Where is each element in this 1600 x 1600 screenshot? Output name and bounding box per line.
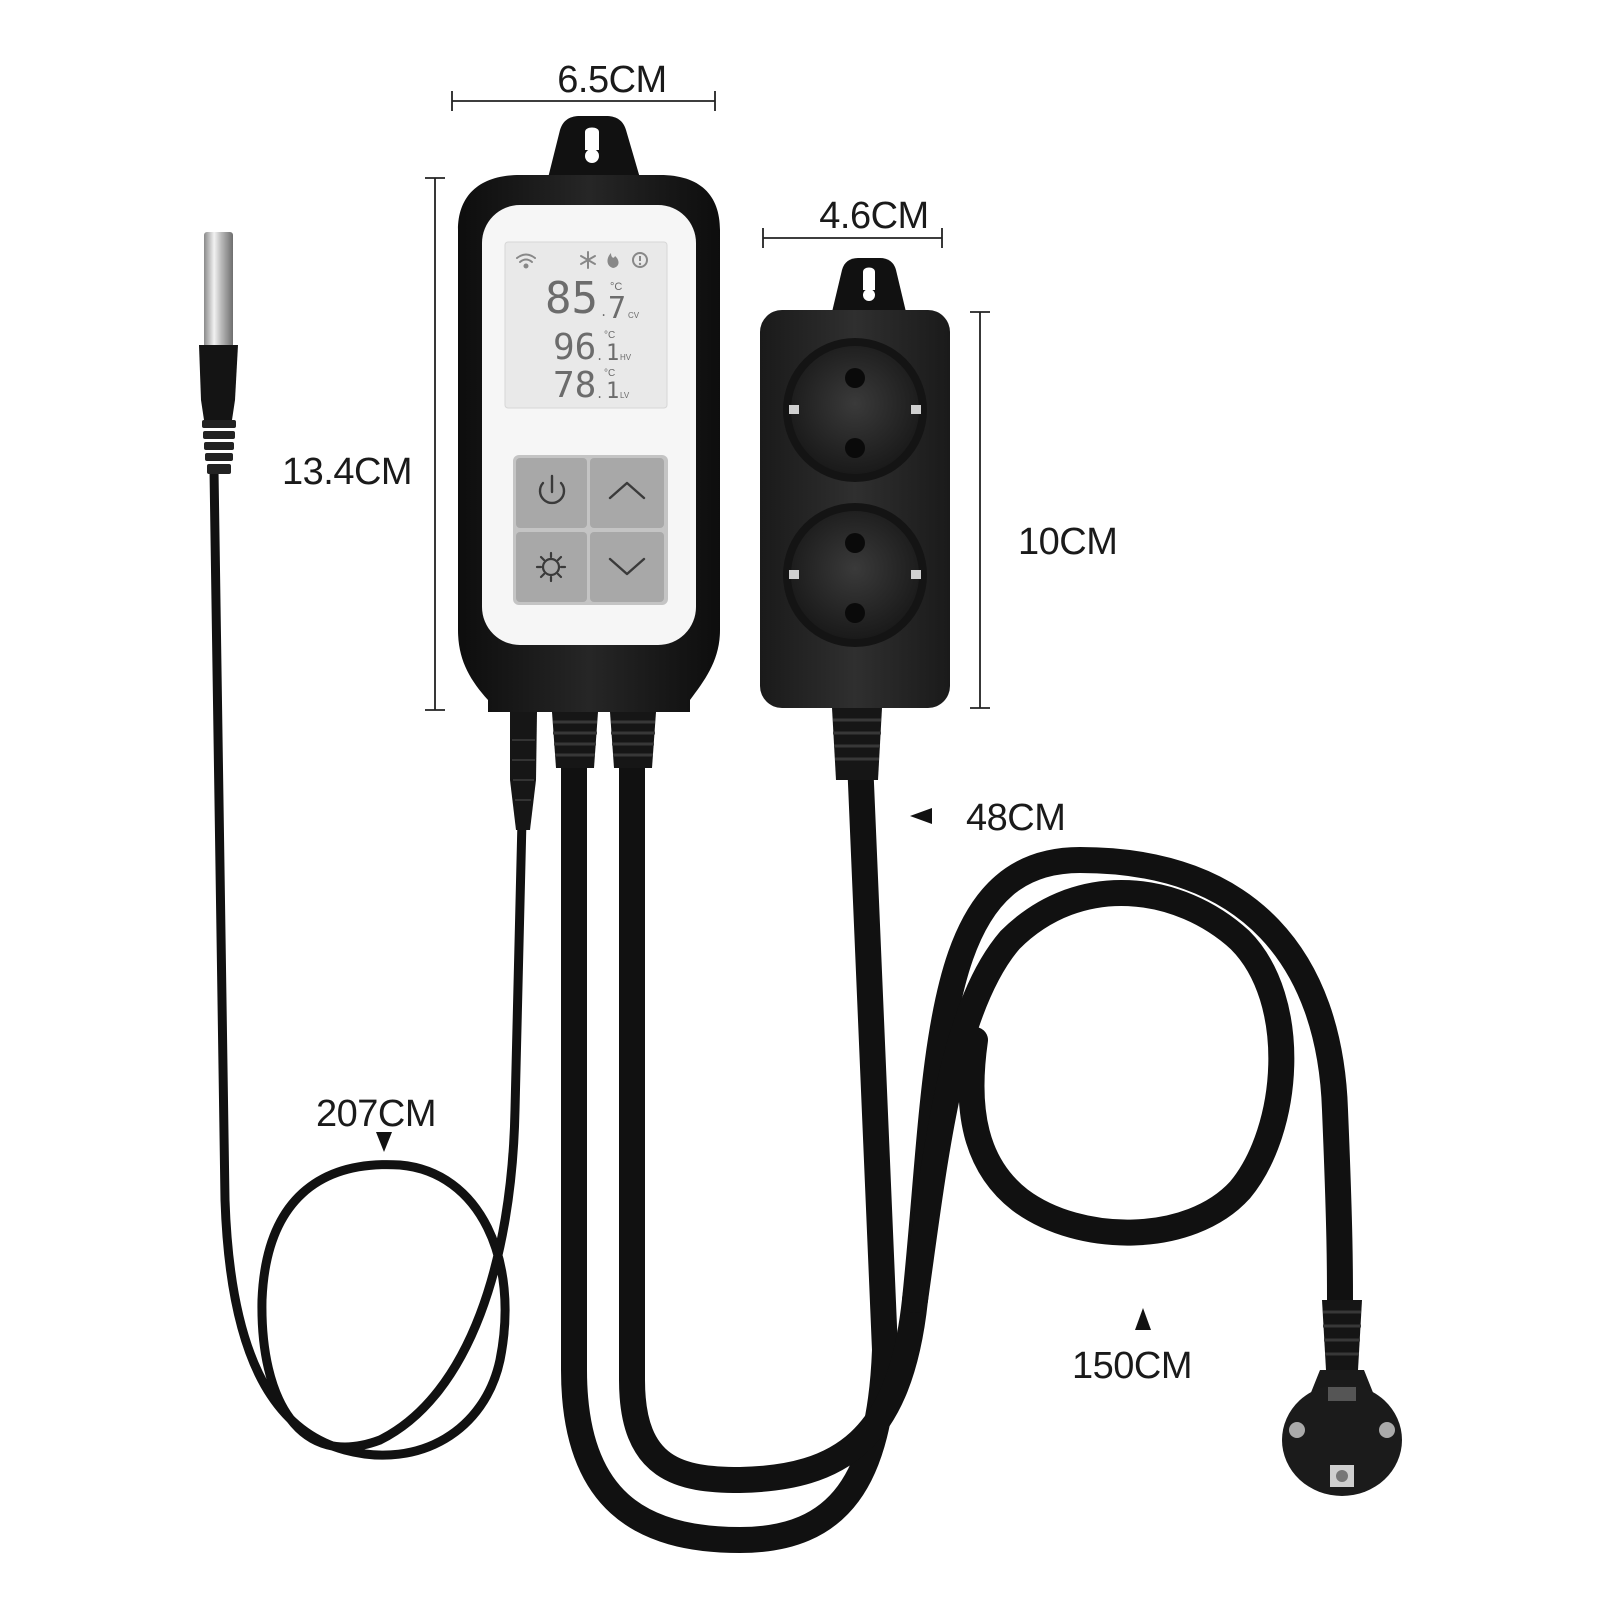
high-value: 96 [553,327,596,368]
socket-cable-relief [552,712,598,768]
label-probe-cable: 207CM [316,1093,436,1135]
current-unit: °C [610,281,622,293]
low-tag: LV [620,391,630,400]
plug-pin-left [1289,1422,1305,1438]
lcd-row-current: 85 . 7 °C CV [545,273,640,326]
label-socket-cable: 48CM [966,797,1065,839]
eu-plug [1282,1300,1402,1496]
label-controller-height: 13.4CM [282,451,412,493]
power-cable-relief [610,712,656,768]
svg-text:.: . [596,387,603,401]
arrow-socket-cable [910,808,932,824]
label-controller-width: 6.5CM [557,59,666,101]
current-tag: CV [628,311,640,320]
current-decimal: 7 [608,291,626,326]
settings-button[interactable] [516,532,587,602]
wifi-icon [516,253,536,269]
power-button[interactable] [516,458,587,528]
svg-text:.: . [600,305,607,319]
probe-cable [209,465,527,1460]
probe-connector [510,712,537,830]
dimension-arrows [376,808,1151,1330]
label-socket-height: 10CM [1018,521,1117,563]
power-cable [619,747,1353,1494]
dimension-lines [425,91,990,711]
thermostat-controller: 85 . 7 °C CV 96 . 1 °C HV 78 . 1 °C LV [458,116,720,830]
low-unit: °C [604,368,615,379]
outlet-1[interactable] [783,338,927,482]
low-value: 78 [553,365,596,406]
down-button[interactable] [590,532,664,602]
outlet-2[interactable] [783,503,927,647]
chevron-down-icon [608,557,646,576]
arrow-probe-cable [376,1132,392,1152]
probe-grip [202,420,236,474]
arrow-power-cable [1135,1308,1151,1330]
alarm-icon [632,252,648,268]
up-button[interactable] [590,458,664,528]
socket-cable-relief-bottom [832,708,882,780]
hanger-hole [585,127,599,150]
lcd-display [504,241,668,409]
plug-pin-right [1379,1422,1395,1438]
flame-icon [607,253,619,268]
lcd-row-low: 78 . 1 °C LV [553,365,630,406]
high-tag: HV [620,353,632,362]
socket-box [760,258,950,780]
probe-sleeve [199,345,238,420]
probe-tip [204,232,233,348]
current-value: 85 [545,273,598,324]
plug-ground-contact [1328,1387,1356,1401]
power-icon [538,474,566,505]
lcd-row-high: 96 . 1 °C HV [553,327,632,368]
snowflake-icon [580,251,596,269]
high-decimal: 1 [606,341,619,366]
label-power-cable: 150CM [1072,1345,1192,1387]
high-unit: °C [604,330,615,341]
low-decimal: 1 [606,379,619,404]
chevron-up-icon [608,481,646,500]
svg-text:.: . [596,349,603,363]
temperature-probe [199,232,238,474]
gear-icon [535,551,567,583]
label-socket-width: 4.6CM [819,195,928,237]
